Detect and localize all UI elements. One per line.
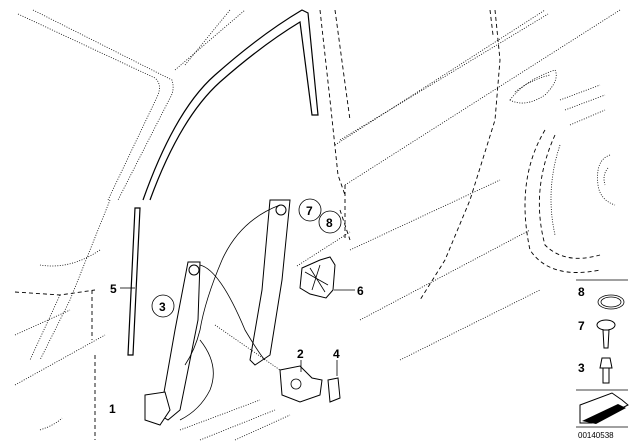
svg-text:6: 6 xyxy=(357,284,364,298)
part-4-clip xyxy=(327,377,341,403)
diagram-code: 00140538 xyxy=(578,431,614,440)
legend-item-3: 3 xyxy=(578,357,613,384)
svg-text:3: 3 xyxy=(159,300,166,314)
legend-item-7: 7 xyxy=(578,319,616,349)
bolt-icon xyxy=(599,357,613,384)
svg-text:5: 5 xyxy=(110,282,117,296)
callout-1: 1 xyxy=(109,402,116,416)
svg-text:8: 8 xyxy=(578,285,585,299)
callout-6: 6 xyxy=(334,284,364,298)
callout-4: 4 xyxy=(333,347,340,376)
screw-icon xyxy=(596,319,616,349)
svg-text:2: 2 xyxy=(297,347,304,361)
svg-text:7: 7 xyxy=(306,204,313,218)
svg-text:4: 4 xyxy=(333,347,340,361)
svg-text:3: 3 xyxy=(578,361,585,375)
callout-7: 7 xyxy=(298,198,322,222)
svg-text:1: 1 xyxy=(109,402,116,416)
window-frame-rail xyxy=(127,9,319,356)
callout-5: 5 xyxy=(110,282,135,296)
callout-2: 2 xyxy=(297,347,304,372)
callout-8: 8 xyxy=(318,210,342,234)
svg-text:8: 8 xyxy=(326,216,333,230)
regulator-motor xyxy=(279,365,323,403)
window-regulator xyxy=(144,199,291,426)
callout-3: 3 xyxy=(151,294,175,318)
direction-arrow-icon xyxy=(579,392,629,424)
svg-text:7: 7 xyxy=(578,319,585,333)
parts-legend: 8 7 3 00140538 xyxy=(576,279,629,440)
ring-seal-icon xyxy=(597,294,625,310)
car-body-outline xyxy=(14,9,621,441)
legend-item-8: 8 xyxy=(578,285,625,310)
part-6-bracket xyxy=(296,231,351,299)
